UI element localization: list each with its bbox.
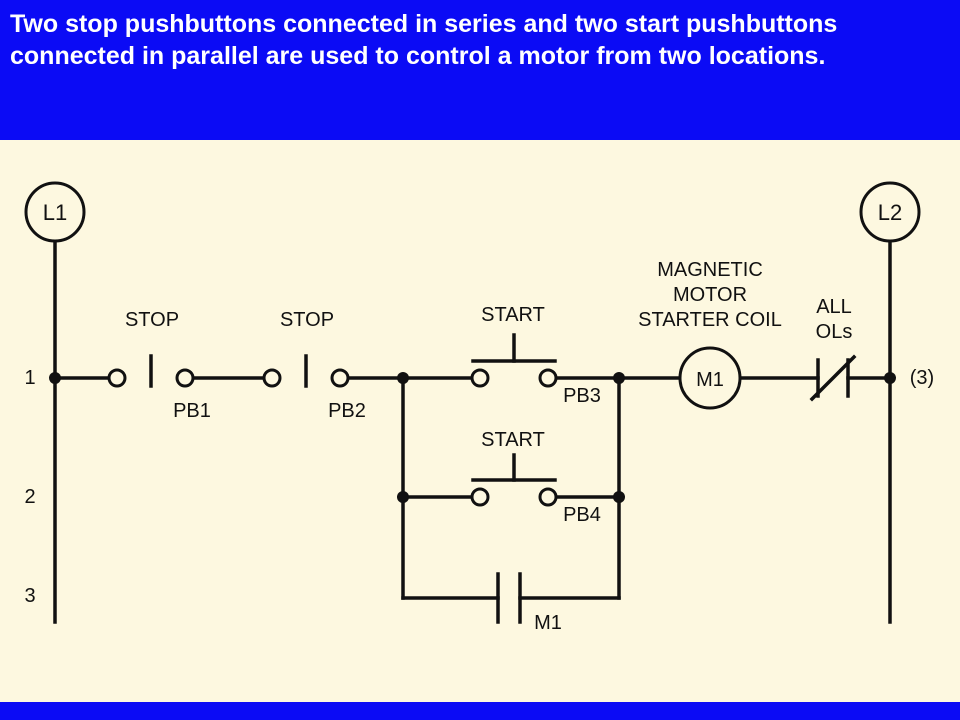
pb3-terminal xyxy=(538,368,558,388)
junction-dot xyxy=(613,372,625,384)
junction-dot xyxy=(397,491,409,503)
slide-caption: Two stop pushbuttons connected in series… xyxy=(10,10,838,70)
pb1-label: PB1 xyxy=(173,400,211,422)
rung-number-1: 1 xyxy=(24,367,35,389)
stop1-label: STOP xyxy=(125,309,179,331)
stop2-label: STOP xyxy=(280,309,334,331)
l1-terminal xyxy=(24,181,86,243)
m1-coil xyxy=(678,346,742,410)
aux-contact-label: M1 xyxy=(534,612,562,634)
overload-label-line-1: ALL xyxy=(816,296,852,318)
pb2-terminal xyxy=(330,368,350,388)
overload-label-line-2: OLs xyxy=(816,321,853,343)
pb2-terminal xyxy=(262,368,282,388)
pb4-label: PB4 xyxy=(563,504,601,526)
pb2-label: PB2 xyxy=(328,400,366,422)
rung-number-2: 2 xyxy=(24,486,35,508)
start1-label: START xyxy=(481,304,545,326)
footer-bar xyxy=(0,702,960,720)
start2-label: START xyxy=(481,429,545,451)
pb1-terminal xyxy=(107,368,127,388)
pb3-terminal xyxy=(470,368,490,388)
title-banner: Two stop pushbuttons connected in series… xyxy=(0,0,960,140)
junction-dot xyxy=(49,372,61,384)
coil-label-line-2: MOTOR xyxy=(673,284,747,306)
junction-dot xyxy=(613,491,625,503)
rung-number-3: 3 xyxy=(24,585,35,607)
pb4-terminal xyxy=(470,487,490,507)
junction-dot xyxy=(884,372,896,384)
l1-label: L1 xyxy=(43,200,67,225)
l2-terminal xyxy=(859,181,921,243)
pb1-terminal xyxy=(175,368,195,388)
pb3-label: PB3 xyxy=(563,385,601,407)
coil-label-line-3: STARTER COIL xyxy=(638,309,782,331)
l2-label: L2 xyxy=(878,200,902,225)
coil-label-line-1: MAGNETIC xyxy=(657,259,763,281)
ladder-diagram-panel xyxy=(0,140,960,702)
junction-dot xyxy=(397,372,409,384)
pb4-terminal xyxy=(538,487,558,507)
coil-id: M1 xyxy=(696,369,724,391)
overload-slash xyxy=(809,354,857,402)
rung-reference: (3) xyxy=(910,367,934,389)
